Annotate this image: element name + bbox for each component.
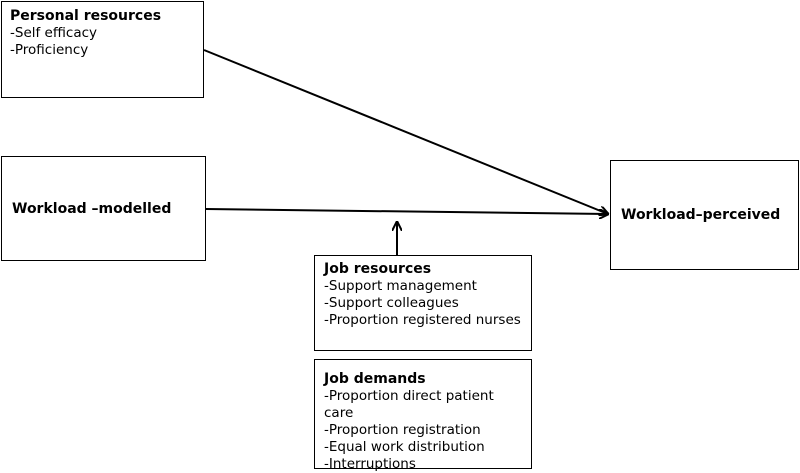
- job-resources-item: -Proportion registered nurses: [324, 312, 521, 328]
- personal-resources-title: Personal resources: [10, 8, 162, 24]
- workload-modelled-box: Workload –modelled: [1, 156, 206, 261]
- job-demands-item: -Interruptions: [324, 456, 416, 472]
- job-resources-item: -Support colleagues: [324, 295, 459, 311]
- personal-resources-item: -Self efficacy: [10, 25, 98, 41]
- job-demands-item: -Equal work distribution: [324, 439, 485, 455]
- job-demands-box: Job demands -Proportion direct patient c…: [314, 359, 532, 472]
- job-demands-title: Job demands: [324, 371, 426, 387]
- job-demands-item: -Proportion registration: [324, 422, 481, 438]
- job-resources-title: Job resources: [324, 261, 432, 277]
- job-resources-box: Job resources -Support management -Suppo…: [314, 255, 532, 351]
- workload-modelled-label: Workload –modelled: [12, 200, 172, 217]
- personal-resources-box: Personal resources -Self efficacy -Profi…: [1, 1, 204, 98]
- personal-resources-item: -Proficiency: [10, 42, 89, 58]
- job-demands-item: -Proportion direct patient care: [324, 388, 494, 421]
- job-resources-item: -Support management: [324, 278, 477, 294]
- arrow-modelled-to-perceived: [205, 208, 608, 214]
- workload-perceived-label: Workload–perceived: [621, 207, 781, 223]
- workload-perceived-box: Workload–perceived: [610, 160, 799, 270]
- arrow-personal-to-perceived: [203, 49, 608, 214]
